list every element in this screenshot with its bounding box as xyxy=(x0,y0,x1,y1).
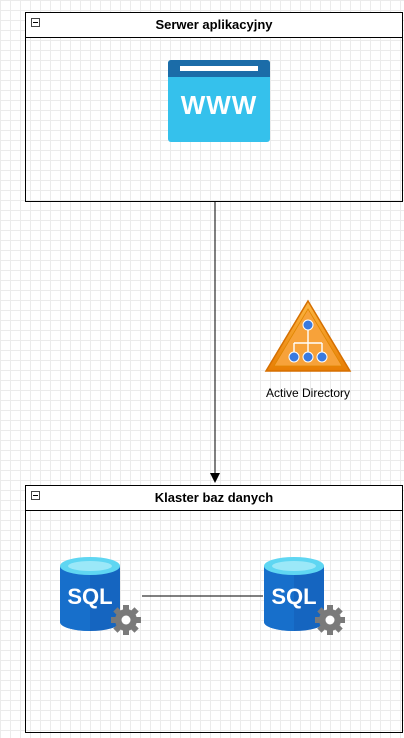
www-icon-text: WWW xyxy=(180,90,258,120)
www-icon[interactable]: WWW xyxy=(168,60,270,142)
db-cluster-header: Klaster baz danych xyxy=(26,486,402,511)
app-server-title: Serwer aplikacyjny xyxy=(155,17,273,32)
sql-database-icon[interactable]: SQL xyxy=(262,554,348,638)
active-directory-icon[interactable] xyxy=(264,299,352,373)
app-server-header: Serwer aplikacyjny xyxy=(26,13,402,38)
db-cluster-title: Klaster baz danych xyxy=(154,490,274,505)
sql-text: SQL xyxy=(67,584,113,609)
collapse-icon[interactable] xyxy=(31,18,40,27)
sql-text: SQL xyxy=(271,584,317,609)
active-directory-label: Active Directory xyxy=(265,386,351,400)
sql-database-icon[interactable]: SQL xyxy=(58,554,144,638)
app-server-container[interactable]: Serwer aplikacyjny xyxy=(25,12,403,202)
collapse-icon[interactable] xyxy=(31,491,40,500)
db-cluster-container[interactable]: Klaster baz danych xyxy=(25,485,403,733)
